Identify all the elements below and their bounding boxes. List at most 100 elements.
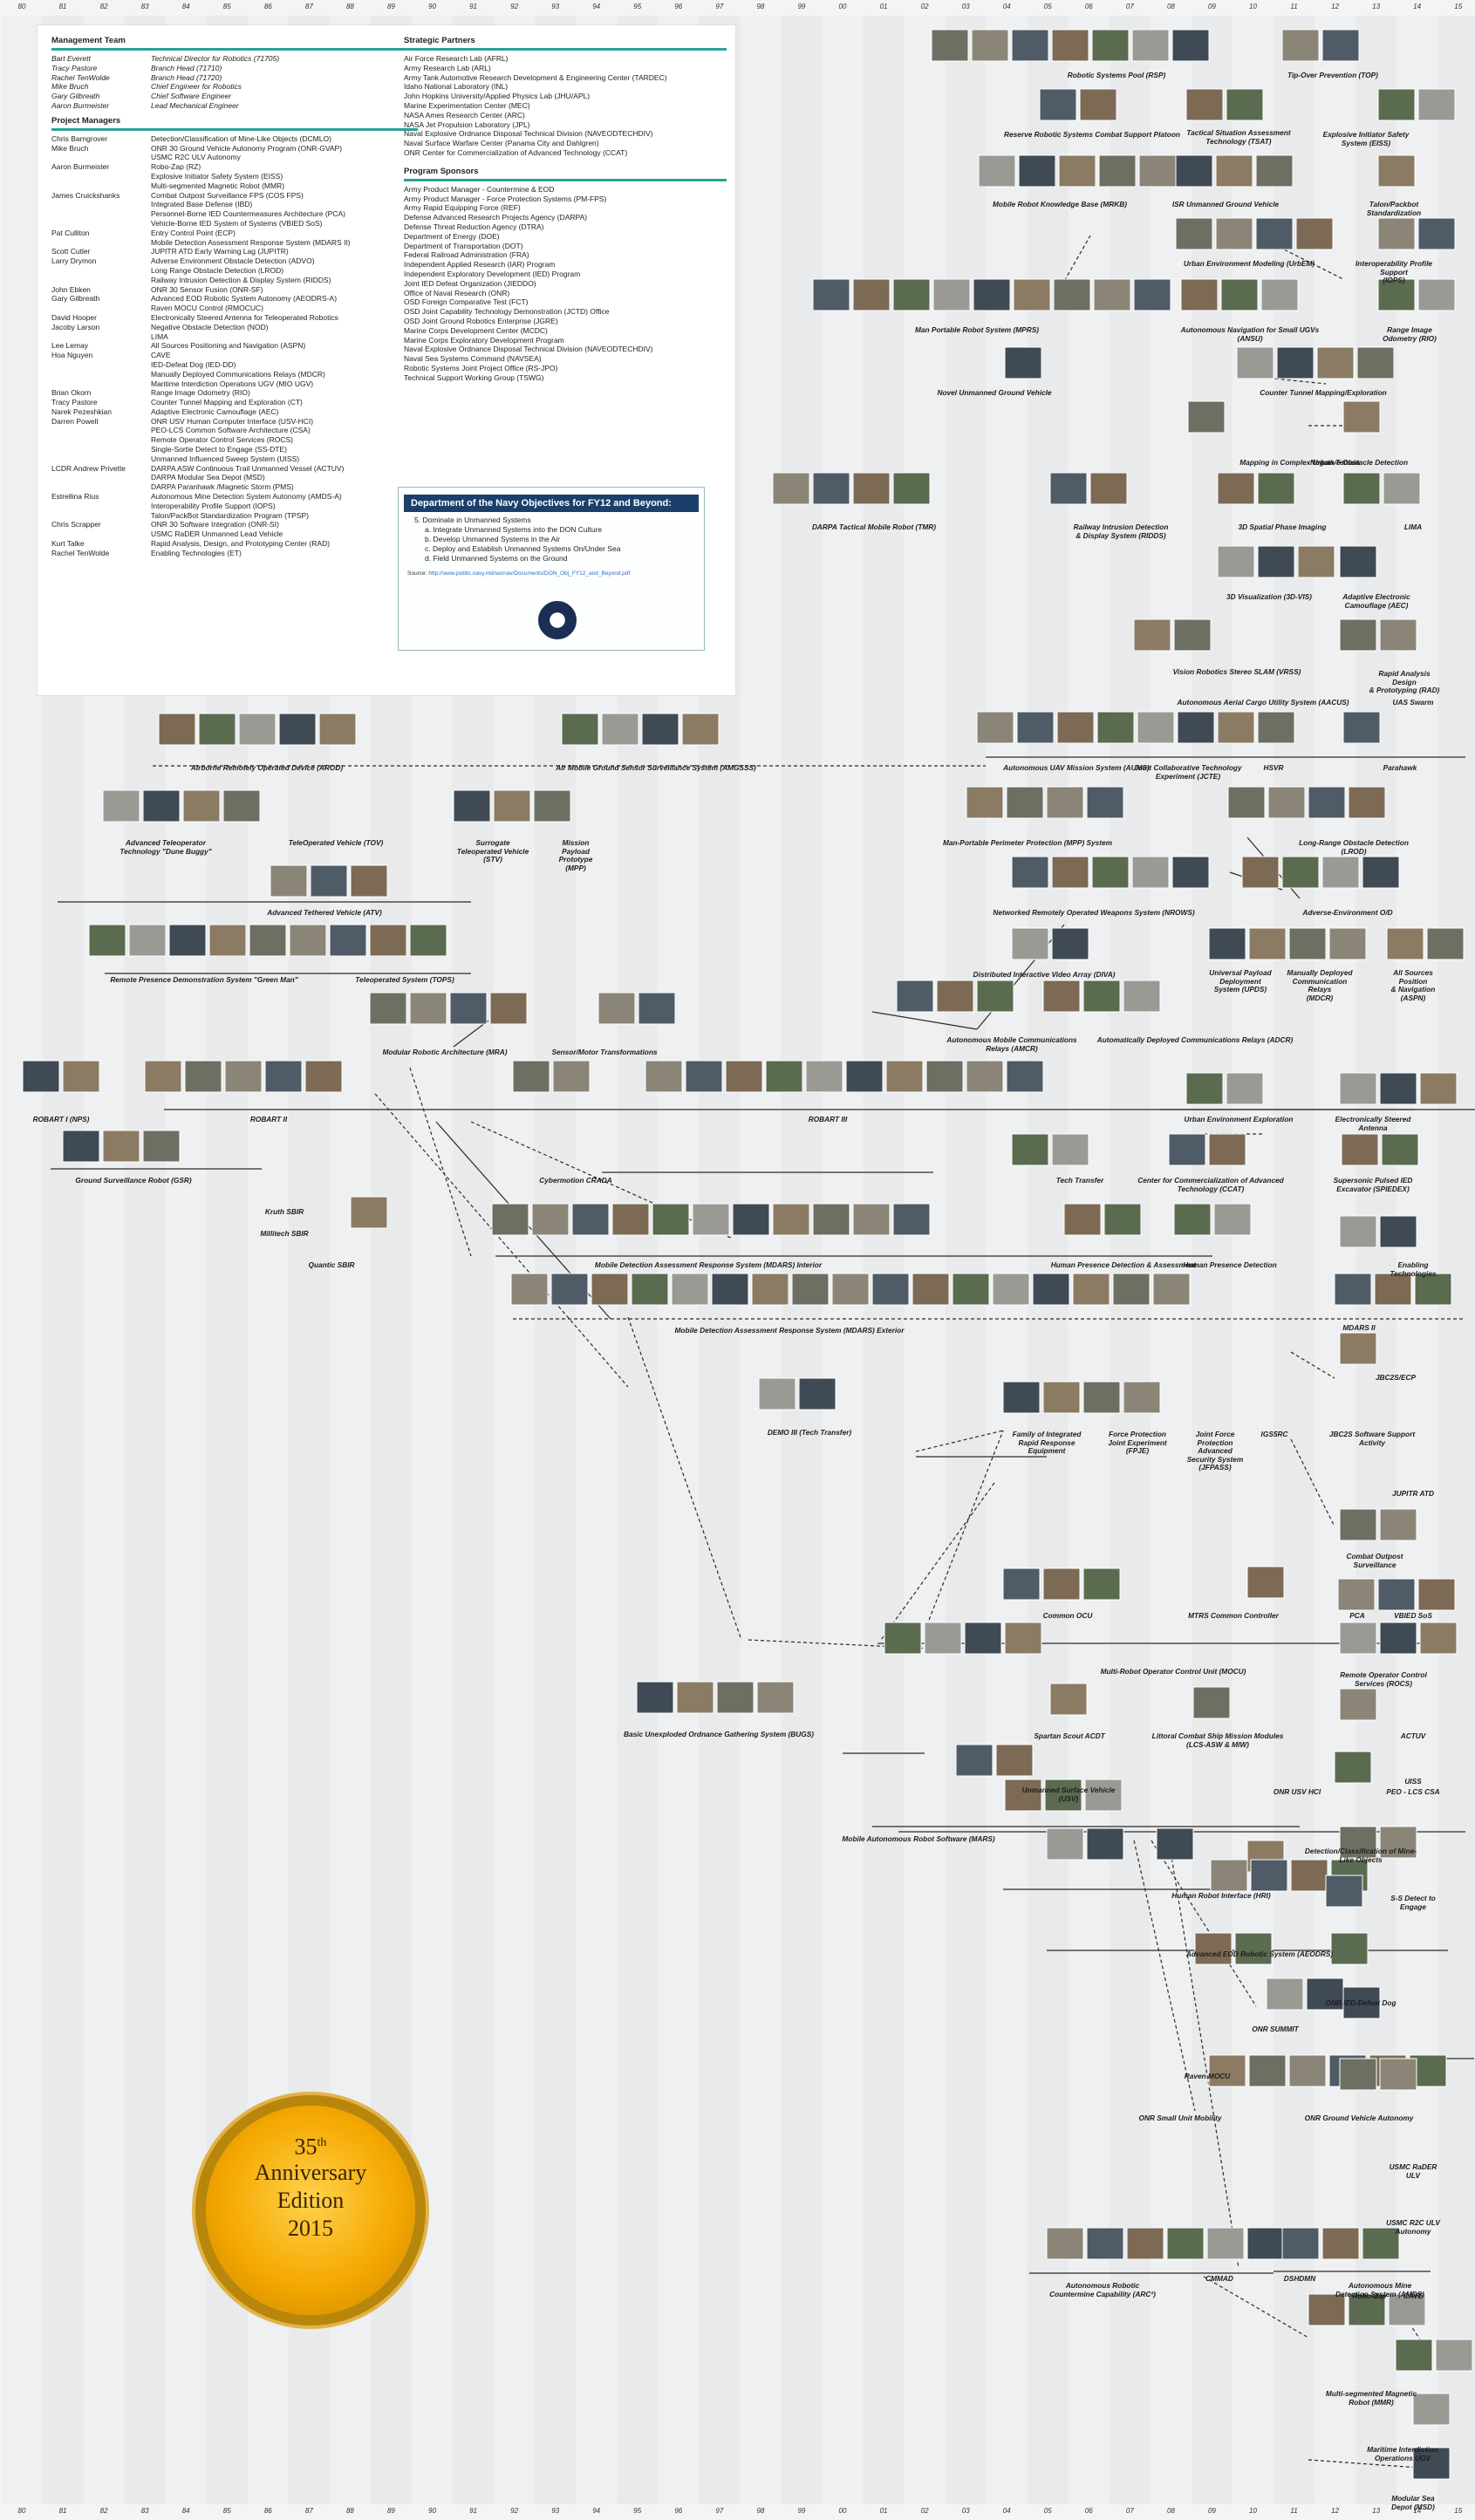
project-label[interactable]: Rapid Analysis Design & Prototyping (RAD… <box>1369 669 1440 694</box>
project-label[interactable]: MTRS Common Controller <box>1188 1611 1279 1620</box>
project-label[interactable]: Universal Payload Deployment System (UPD… <box>1209 968 1272 994</box>
project-label[interactable]: Man-Portable Perimeter Protection (MPP) … <box>942 838 1113 847</box>
project-label[interactable]: Mapping in Complex Urban Terrain <box>1239 458 1360 467</box>
project-label[interactable]: JBC2S Software Support Activity <box>1328 1430 1416 1447</box>
project-label[interactable]: Sensor/Motor Transformations <box>551 1048 658 1056</box>
project-label[interactable]: UISS <box>1404 1777 1422 1786</box>
project-label[interactable]: Airborne Remotely Operated Device (AROD) <box>190 763 344 772</box>
project-label[interactable]: Human Presence Detection & Assessment <box>1050 1260 1197 1269</box>
project-label[interactable]: Family of Integrated Rapid Response Equi… <box>1012 1430 1082 1455</box>
project-label[interactable]: Counter Tunnel Mapping/Exploration <box>1260 388 1387 397</box>
project-label[interactable]: Advanced Teleoperator Technology "Dune B… <box>120 838 212 856</box>
project-label[interactable]: Networked Remotely Operated Weapons Syst… <box>993 908 1195 917</box>
project-label[interactable]: Spartan Scout ACDT <box>1034 1731 1105 1740</box>
project-label[interactable]: Novel Unmanned Ground Vehicle <box>937 388 1052 397</box>
project-label[interactable]: Tech Transfer <box>1055 1176 1104 1185</box>
project-label[interactable]: Railway Intrusion Detection & Display Sy… <box>1073 522 1169 540</box>
project-label[interactable]: DEMO III (Tech Transfer) <box>767 1428 852 1437</box>
project-label[interactable]: Parahawk <box>1383 763 1417 772</box>
project-label[interactable]: Urban Environment Exploration <box>1184 1115 1294 1123</box>
project-label[interactable]: ONR SUMMIT <box>1252 2025 1299 2033</box>
project-label[interactable]: Ground Surveillance Robot (GSR) <box>75 1176 192 1185</box>
project-label[interactable]: PCA <box>1349 1611 1365 1620</box>
project-label[interactable]: Detection/Classification of Mine-Like Ob… <box>1304 1847 1417 1864</box>
project-label[interactable]: Robotic Systems Pool (RSP) <box>1067 71 1166 79</box>
project-label[interactable]: 3D Spatial Phase Imaging <box>1238 522 1327 531</box>
project-label[interactable]: 3D Visualization (3D-VIS) <box>1226 592 1312 601</box>
project-label[interactable]: Joint Force Protection Advanced Security… <box>1186 1430 1244 1472</box>
project-label[interactable]: ONR USV HCI <box>1273 1787 1321 1796</box>
project-label[interactable]: ROBART III <box>808 1115 848 1123</box>
project-label[interactable]: Autonomous Robotic Countermine Capabilit… <box>1049 2281 1156 2298</box>
project-label[interactable]: ROBART I (NPS) <box>32 1115 90 1123</box>
project-label[interactable]: Automatically Deployed Communications Re… <box>1096 1035 1294 1044</box>
project-label[interactable]: Autonomous Mobile Communications Relays … <box>946 1035 1077 1053</box>
project-label[interactable]: Advanced Tethered Vehicle (ATV) <box>267 908 382 917</box>
project-label[interactable]: ROBART II <box>249 1115 288 1123</box>
project-label[interactable]: Robo-Zap <box>1352 2291 1387 2300</box>
project-label[interactable]: Advanced EOD Robotic System (AEODRS) <box>1185 1950 1334 1958</box>
project-label[interactable]: Negative Obstacle Detection <box>1309 458 1409 467</box>
project-label[interactable]: Adverse-Environment O/D <box>1302 908 1393 917</box>
project-label[interactable]: JUPITR ATD <box>1392 1489 1434 1498</box>
project-label[interactable]: Talon/Packbot Standardization <box>1366 200 1422 217</box>
project-label[interactable]: Autonomous Navigation for Small UGVs (AN… <box>1180 325 1320 343</box>
project-label[interactable]: Tip-Over Prevention (TOP) <box>1287 71 1378 79</box>
project-label[interactable]: Kruth SBIR <box>264 1207 304 1216</box>
project-label[interactable]: Manually Deployed Communication Relays (… <box>1287 968 1353 1002</box>
project-label[interactable]: Mobile Autonomous Robot Software (MARS) <box>842 1834 995 1843</box>
project-label[interactable]: Joint Collaborative Technology Experimen… <box>1134 763 1242 781</box>
project-label[interactable]: Urban Environment Modeling (UrbEM) <box>1183 259 1315 268</box>
project-label[interactable]: DARPA Tactical Mobile Robot (TMR) <box>811 522 937 531</box>
project-label[interactable]: Air Mobile Ground Sensor Surveillance Sy… <box>556 763 756 772</box>
project-label[interactable]: Force Protection Joint Experiment (FPJE) <box>1108 1430 1167 1455</box>
project-label[interactable]: USMC RaDER ULV <box>1389 2162 1437 2180</box>
project-label[interactable]: Supersonic Pulsed IED Excavator (SPIEDEX… <box>1333 1176 1413 1193</box>
don-source-link[interactable]: http://www.public.navy.mil/secnav/Docume… <box>428 570 631 577</box>
project-label[interactable]: Cybermotion CRADA <box>539 1176 612 1185</box>
project-label[interactable]: Mission Payload Prototype (MPP) <box>558 838 593 872</box>
project-label[interactable]: MDARS II <box>1342 1323 1376 1332</box>
project-label[interactable]: Mobile Detection Assessment Response Sys… <box>594 1260 823 1269</box>
project-label[interactable]: All Sources Position & Navigation (ASPN) <box>1390 968 1436 1002</box>
project-label[interactable]: Multi-segmented Magnetic Robot (MMR) <box>1325 2389 1417 2407</box>
project-label[interactable]: TeleOperated Vehicle (TOV) <box>288 838 384 847</box>
project-label[interactable]: DSHDMN <box>1283 2274 1316 2283</box>
project-label[interactable]: UAS Swarm <box>1392 698 1434 707</box>
project-label[interactable]: IGS5RC <box>1260 1430 1288 1438</box>
project-label[interactable]: Electronically Steered Antenna <box>1335 1115 1411 1132</box>
project-label[interactable]: Vision Robotics Stereo SLAM (VRSS) <box>1172 667 1301 676</box>
project-label[interactable]: Center for Commercialization of Advanced… <box>1137 1176 1284 1193</box>
project-label[interactable]: S-S Detect to Engage <box>1390 1894 1436 1911</box>
project-label[interactable]: Range Image Odometry (RIO) <box>1383 325 1437 343</box>
project-label[interactable]: Remote Operator Control Services (ROCS) <box>1340 1670 1427 1688</box>
project-label[interactable]: ONR Ground Vehicle Autonomy <box>1304 2114 1414 2122</box>
project-label[interactable]: Common OCU <box>1042 1611 1093 1620</box>
project-label[interactable]: CMMAD <box>1205 2274 1233 2283</box>
project-label[interactable]: JBC2S/ECP <box>1375 1373 1417 1382</box>
project-label[interactable]: Tactical Situation Assessment Technology… <box>1186 128 1291 146</box>
project-label[interactable]: Long-Range Obstacle Detection (LROD) <box>1299 838 1409 856</box>
project-label[interactable]: LIMA <box>1403 522 1423 531</box>
project-label[interactable]: Teleoperated System (TOPS) <box>355 975 454 984</box>
project-label[interactable]: Basic Unexploded Ordnance Gathering Syst… <box>623 1730 815 1738</box>
project-label[interactable]: Raven MOCU <box>1184 2072 1231 2080</box>
project-label[interactable]: Autonomous Aerial Cargo Utility System (… <box>1177 698 1349 707</box>
project-label[interactable]: Combat Outpost Surveillance <box>1346 1552 1403 1569</box>
project-label[interactable]: Modular Robotic Architecture (MRA) <box>382 1048 508 1056</box>
project-label[interactable]: Mobile Detection Assessment Response Sys… <box>674 1326 905 1335</box>
project-label[interactable]: Human Robot Interface (HRI) <box>1171 1891 1271 1900</box>
project-label[interactable]: VBIED SoS <box>1394 1611 1432 1620</box>
project-label[interactable]: Interoperability Profile Support (IOPS) <box>1355 259 1433 284</box>
project-label[interactable]: Unmanned Surface Vehicle (USV) <box>1021 1786 1116 1803</box>
project-label[interactable]: Multi-Robot Operator Control Unit (MOCU) <box>1100 1667 1246 1676</box>
project-label[interactable]: Human Presence Detection <box>1183 1260 1277 1269</box>
project-label[interactable]: Autonomous UAV Mission System (AUMS) <box>1003 763 1150 772</box>
project-label[interactable]: HSVR <box>1263 763 1284 772</box>
project-label[interactable]: ONR IED-Defeat Dog <box>1325 1998 1396 2007</box>
project-label[interactable]: Distributed Interactive Video Array (DIV… <box>973 970 1116 979</box>
project-label[interactable]: Enabling Technologies <box>1390 1260 1437 1278</box>
project-label[interactable]: Quantic SBIR <box>308 1260 355 1269</box>
project-label[interactable]: Remote Presence Demonstration System "Gr… <box>110 975 298 984</box>
project-label[interactable]: Surrogate Teleoperated Vehicle (STV) <box>456 838 529 864</box>
